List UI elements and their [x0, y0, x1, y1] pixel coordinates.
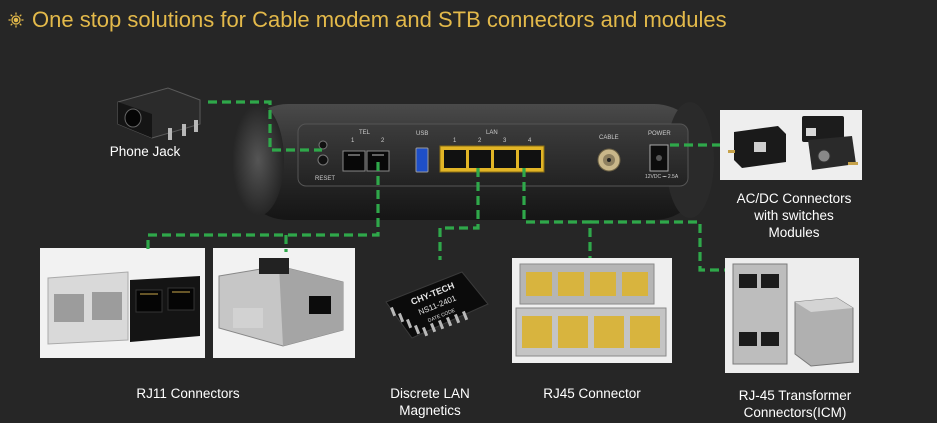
lan-label: LAN [486, 130, 498, 136]
acdc-label: AC/DC Connectors with switches Modules [724, 190, 864, 241]
rj11-label-text: RJ11 Connectors [136, 386, 240, 401]
rj45-label: RJ45 Connector [532, 385, 652, 402]
power-label: POWER [648, 131, 671, 137]
rj45-transformer-label-line: Connectors(ICM) [743, 405, 847, 420]
power-rating: 12VDC ⎓ 2.5A [645, 174, 679, 180]
acdc-label-line: AC/DC Connectors [736, 191, 852, 206]
page-title-row: One stop solutions for Cable modem and S… [8, 6, 727, 34]
page-title: One stop solutions for Cable modem and S… [32, 7, 727, 32]
tel-label: TEL [359, 130, 371, 136]
lan-magnetics-label: Discrete LAN Magnetics [370, 385, 490, 419]
acdc-connector-photo [720, 110, 862, 180]
usb-port [415, 147, 429, 173]
rj11-connector-photo-1 [40, 248, 205, 358]
usb-label: USB [416, 131, 429, 137]
lan-port-number: 1 [453, 138, 457, 144]
rj45-transformer-photo [725, 258, 859, 373]
rj45-connector-photo [512, 258, 672, 363]
phone-jack-photo [108, 80, 208, 142]
cable-label: CABLE [599, 135, 619, 141]
lan-magnetics-label-line: Magnetics [399, 403, 461, 418]
cable-f-connector [597, 148, 621, 172]
lan-magnetics-photo: CHY-TECH NS11-2401 DATE CODE [376, 258, 494, 362]
tel-port-number: 1 [351, 138, 355, 144]
phone-jack-label-text: Phone Jack [109, 144, 181, 159]
acdc-label-line: Modules [768, 225, 820, 240]
rj11-label: RJ11 Connectors [118, 385, 258, 402]
sun-bullet-icon [8, 12, 24, 28]
lan-port-number: 2 [478, 138, 482, 144]
rj11-connector-photo-2 [213, 248, 355, 358]
lan-port-number: 4 [528, 138, 532, 144]
rj45-transformer-label-line: RJ-45 Transformer [738, 388, 852, 403]
lan-magnetics-label-line: Discrete LAN [390, 386, 470, 401]
rj45-transformer-label: RJ-45 Transformer Connectors(ICM) [725, 387, 865, 421]
phone-jack-label: Phone Jack [100, 143, 190, 160]
power-jack [649, 144, 669, 172]
rj45-label-text: RJ45 Connector [543, 386, 641, 401]
lan-ports [439, 145, 545, 173]
acdc-label-line: with switches [754, 208, 834, 223]
lan-port-number: 3 [503, 138, 507, 144]
reset-label: RESET [315, 176, 336, 182]
tel-port-number: 2 [381, 138, 385, 144]
